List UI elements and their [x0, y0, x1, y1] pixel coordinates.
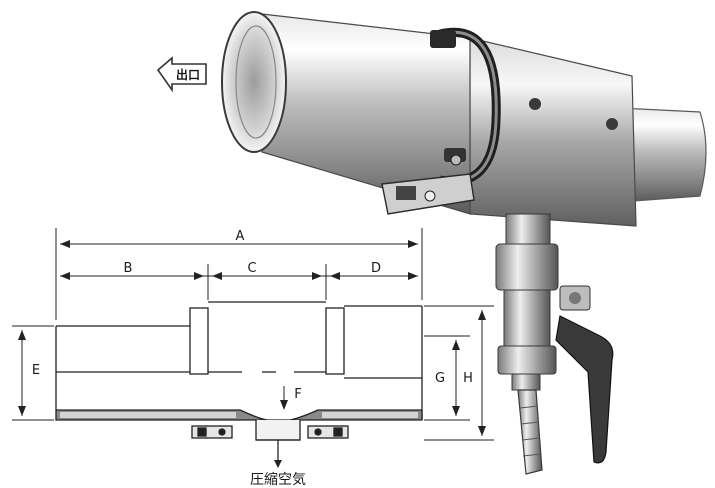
- compressed-air-inlet-label: 圧縮空気: [250, 472, 306, 488]
- outlet-arrow: 出口: [156, 56, 207, 93]
- label-b: B: [124, 261, 133, 276]
- tube-mouth: [221, 11, 287, 153]
- dimension-h: [424, 305, 494, 441]
- dimension-g: [424, 335, 470, 421]
- label-c: C: [247, 261, 256, 276]
- dimension-f: [280, 386, 288, 410]
- product-photo: 出口: [156, 11, 707, 475]
- dimension-a: [55, 228, 423, 320]
- label-d: D: [371, 261, 381, 276]
- outlet-arrow-label: 出口: [176, 67, 200, 82]
- body-port-hole: [606, 118, 618, 130]
- dimension-drawing: [12, 228, 494, 468]
- label-f: F: [294, 387, 301, 402]
- outlet-tube-right: [619, 107, 707, 203]
- label-h: H: [463, 371, 473, 386]
- label-g: G: [435, 371, 445, 386]
- hose-barb: [517, 389, 543, 475]
- air-supply-valve: [495, 213, 614, 475]
- valve-handle: [555, 315, 614, 464]
- dimension-labels: A B C D E F G H 圧縮空気: [32, 229, 473, 488]
- body-port-hole: [529, 98, 541, 110]
- dimension-e: [12, 325, 54, 421]
- label-e: E: [32, 363, 40, 378]
- dimension-b-c-d: [60, 264, 418, 300]
- clamp-lever: [381, 173, 475, 215]
- label-a: A: [236, 229, 245, 244]
- cross-section-outline: [55, 301, 423, 468]
